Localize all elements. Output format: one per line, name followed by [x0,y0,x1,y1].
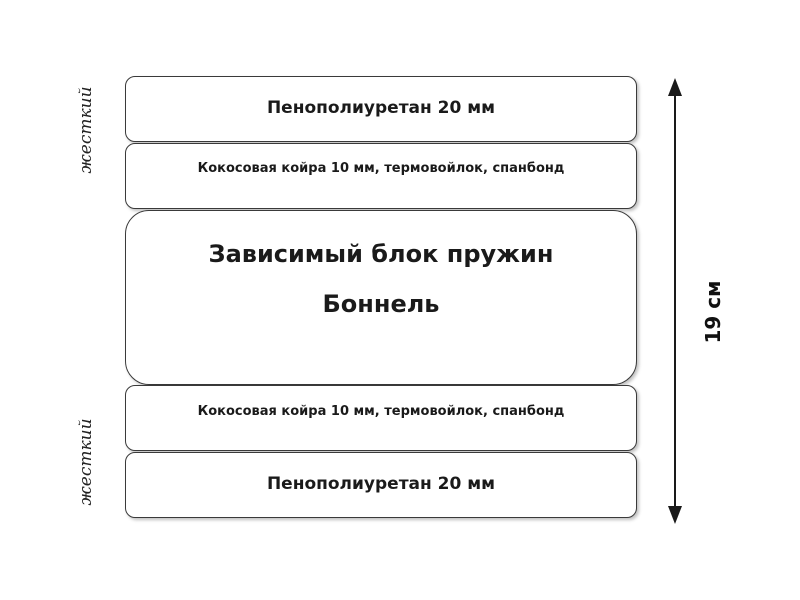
side-label-hard-bottom: жесткий [76,418,96,506]
layer-foam-top: Пенополиуретан 20 мм [125,76,637,142]
layer-coir-bottom: Кокосовая койра 10 мм, термовойлок, спан… [125,385,637,451]
layer-label: Кокосовая койра 10 мм, термовойлок, спан… [197,161,565,176]
side-label-hard-top: жесткий [76,86,96,174]
layer-foam-bottom: Пенополиуретан 20 мм [125,452,637,518]
layer-label: Пенополиуретан 20 мм [266,474,496,494]
spring-label-line1: Зависимый блок пружин [208,240,554,268]
layer-label: Пенополиуретан 20 мм [266,98,496,118]
arrow-head-down [668,506,682,524]
layer-coir-top: Кокосовая койра 10 мм, термовойлок, спан… [125,143,637,209]
spring-label-line2: Боннель [322,290,440,318]
arrow-head-up [668,78,682,96]
height-dimension-label: 19 см [701,280,725,344]
layer-label: Кокосовая койра 10 мм, термовойлок, спан… [197,404,565,419]
layer-spring-block: Зависимый блок пружин Боннель [125,210,637,385]
height-arrow [668,78,682,524]
